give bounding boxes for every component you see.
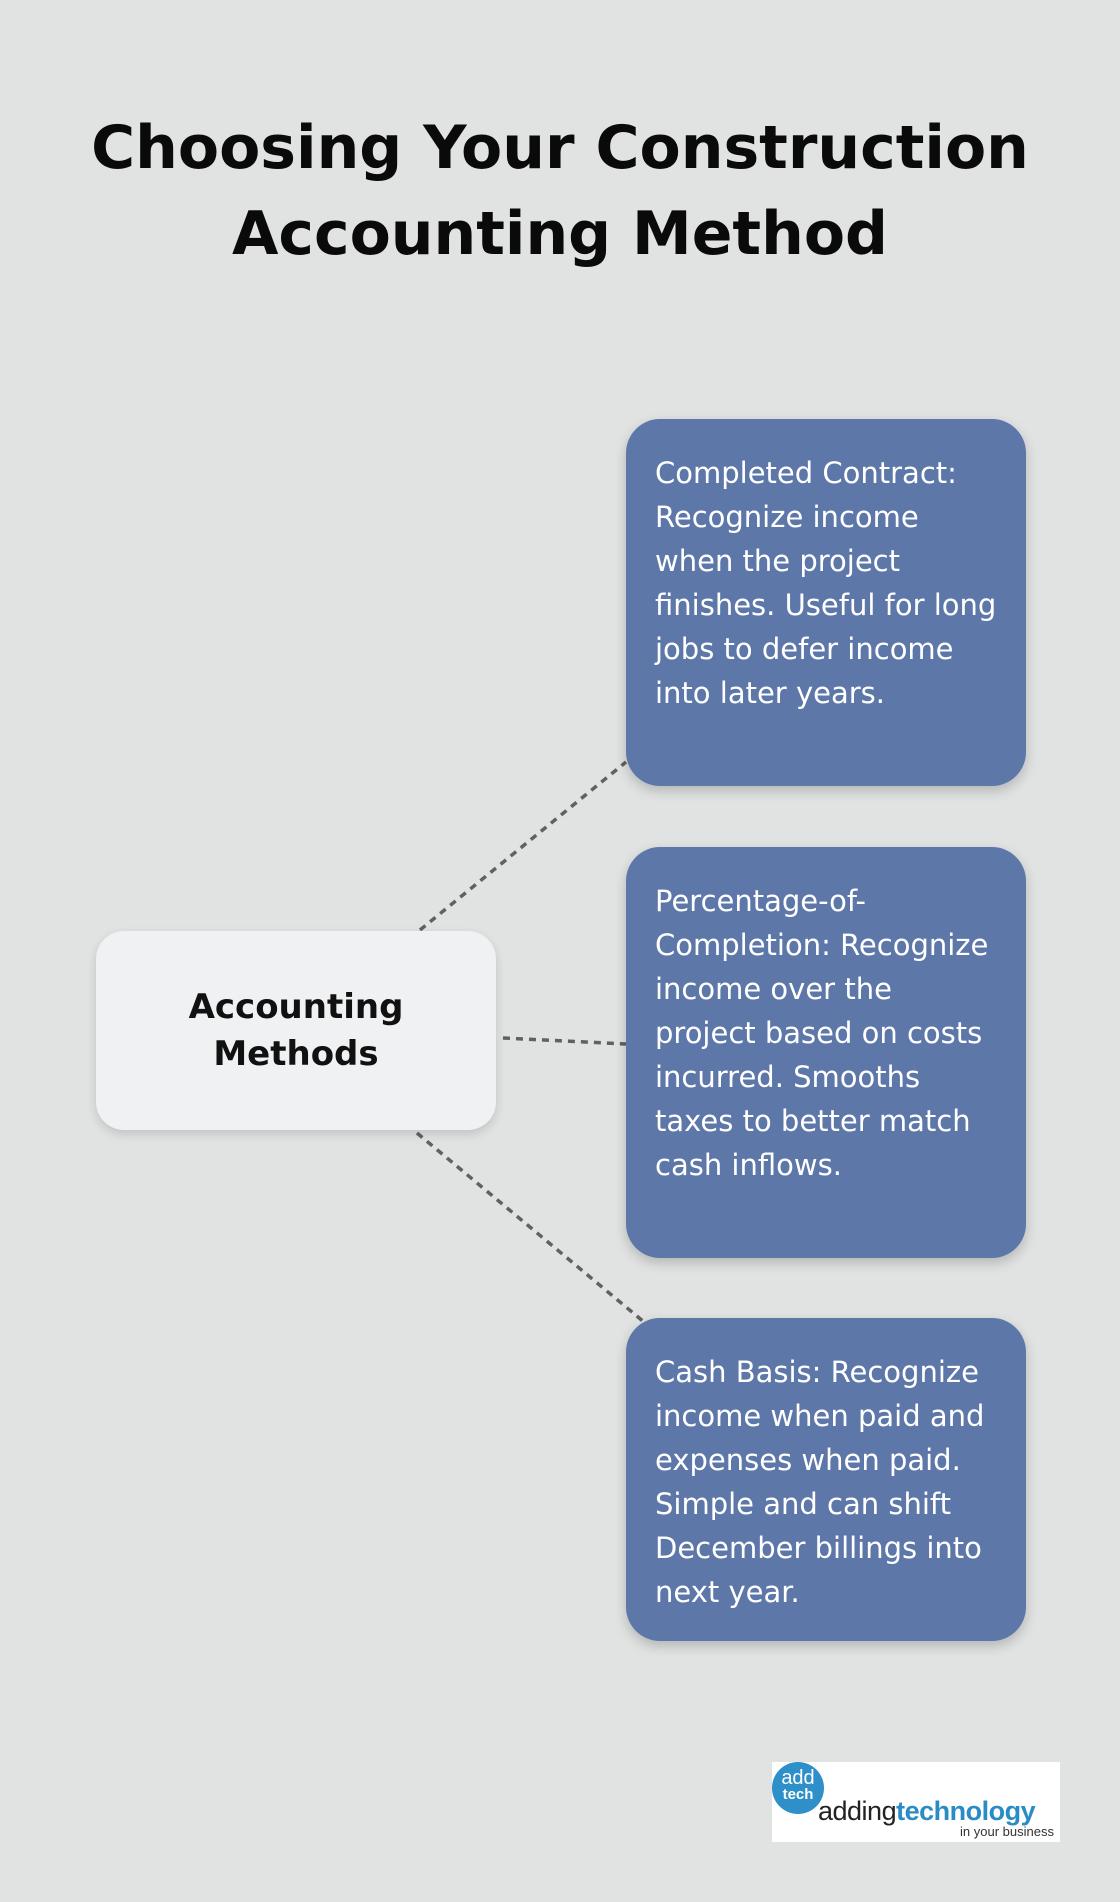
logo-tagline: in your business	[960, 1824, 1054, 1839]
method-card-percentage-of-completion: Percentage-of-Completion: Recognize inco…	[626, 847, 1026, 1258]
logo-word-bold: technology	[896, 1796, 1036, 1826]
logo-badge-icon: add tech	[772, 1762, 824, 1814]
logo-badge-bottom: tech	[782, 1786, 814, 1803]
connector-percentage-of-completion	[502, 1036, 627, 1046]
logo-badge-top: add	[781, 1767, 815, 1789]
company-logo: add tech addingtechnology in your busine…	[772, 1762, 1060, 1842]
logo-wordmark: addingtechnology	[818, 1796, 1036, 1826]
method-card-text: Cash Basis: Recognize income when paid a…	[655, 1355, 985, 1609]
connector-completed-contract	[418, 760, 628, 932]
method-card-text: Percentage-of-Completion: Recognize inco…	[655, 884, 989, 1182]
center-node: Accounting Methods	[96, 931, 496, 1130]
center-node-label: Accounting Methods	[188, 986, 404, 1074]
method-card-text: Completed Contract: Recognize income whe…	[655, 456, 997, 710]
connector-cash-basis	[415, 1131, 646, 1324]
logo-word-light: adding	[818, 1796, 897, 1826]
method-card-cash-basis: Cash Basis: Recognize income when paid a…	[626, 1318, 1026, 1641]
page-title: Choosing Your Construction Accounting Me…	[91, 113, 1029, 269]
method-card-completed-contract: Completed Contract: Recognize income whe…	[626, 419, 1026, 786]
